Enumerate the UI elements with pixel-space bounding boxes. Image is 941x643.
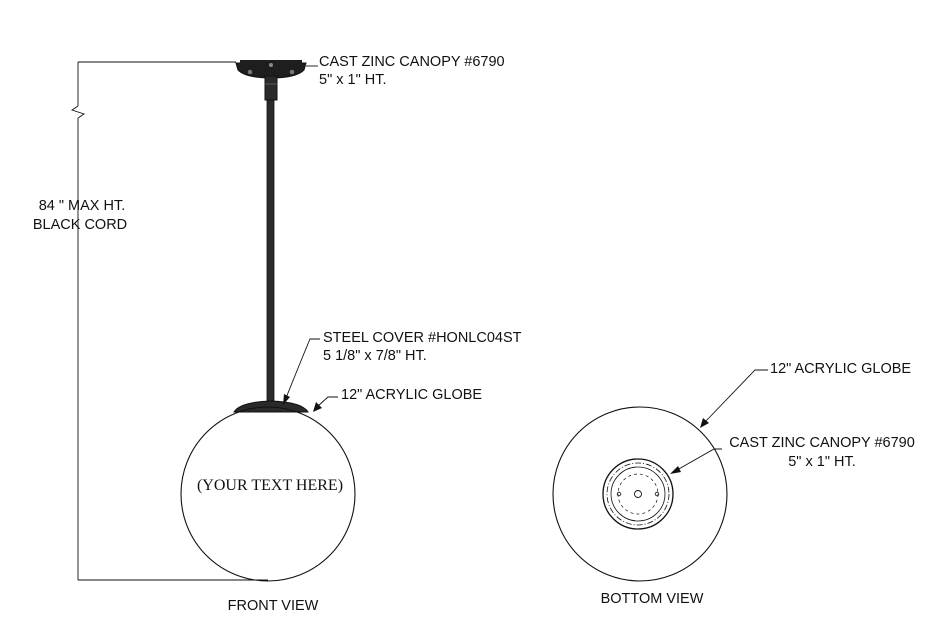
front-view: 84 " MAX HT. BLACK CORD (YOUR TEXT HERE)… [33, 54, 522, 614]
bottom-globe-leader [704, 369, 768, 423]
height-label-line2: BLACK CORD [33, 217, 127, 233]
bottom-canopy-label-line2: 5" x 1" HT. [788, 454, 856, 470]
globe-arrowhead [313, 402, 322, 412]
bottom-view-title: BOTTOM VIEW [601, 591, 704, 607]
bottom-view: 12" ACRYLIC GLOBE CAST ZINC CANOPY #6790… [552, 361, 915, 607]
acrylic-globe [180, 406, 356, 582]
height-dimension [70, 61, 268, 581]
bottom-canopy-label-line1: CAST ZINC CANOPY #6790 [729, 435, 915, 451]
canopy [235, 60, 307, 79]
front-view-title: FRONT VIEW [228, 598, 319, 614]
bottom-globe [552, 406, 728, 582]
bottom-canopy-arrowhead [670, 466, 681, 474]
stem [264, 75, 278, 403]
globe-leader [317, 396, 338, 407]
cover-arrowhead [283, 394, 290, 405]
canopy-label-line1: CAST ZINC CANOPY #6790 [319, 54, 505, 70]
bottom-canopy [602, 458, 674, 530]
bottom-globe-arrowhead [700, 418, 709, 428]
globe-label: 12" ACRYLIC GLOBE [341, 387, 482, 403]
bottom-globe-label: 12" ACRYLIC GLOBE [770, 361, 911, 377]
bottom-canopy-leader [676, 448, 722, 471]
dimension-break [70, 105, 86, 119]
cover-label-line1: STEEL COVER #HONLC04ST [323, 330, 522, 346]
globe-text: (YOUR TEXT HERE) [197, 477, 343, 494]
height-label-line1: 84 " MAX HT. [39, 198, 126, 214]
cover-leader [285, 338, 320, 399]
canopy-label-line2: 5" x 1" HT. [319, 72, 387, 88]
cover-label-line2: 5 1/8" x 7/8" HT. [323, 348, 427, 364]
